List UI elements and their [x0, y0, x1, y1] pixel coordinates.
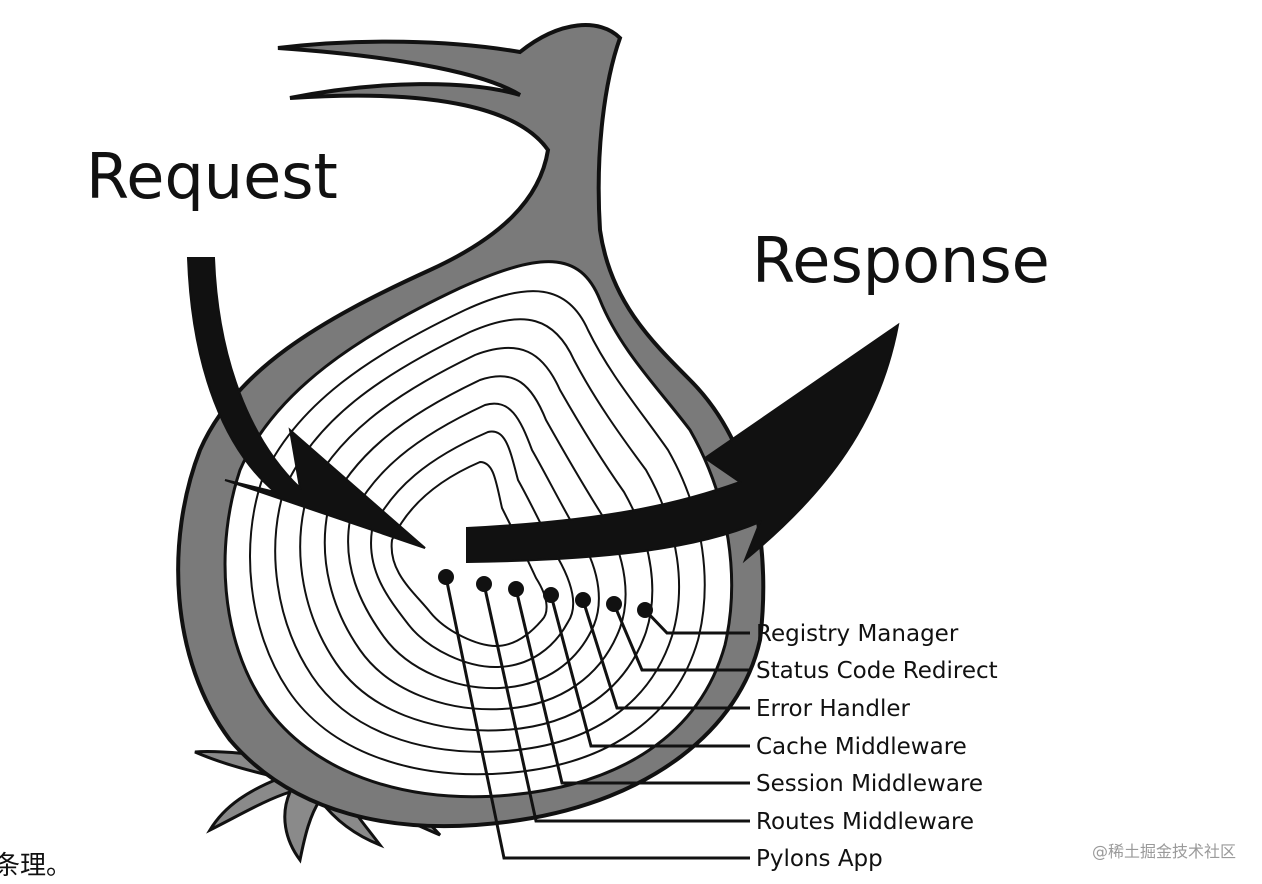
layer-dot-0 [637, 602, 653, 618]
response-arrow [466, 322, 900, 564]
leader-line-1 [612, 603, 750, 672]
layer-dot-3 [543, 587, 559, 603]
caption-fragment: 条理。 [0, 851, 73, 881]
leader-line-3 [549, 594, 750, 748]
leader-line-0 [643, 608, 750, 635]
leader-line-2 [581, 599, 750, 710]
layer-leaders [438, 569, 750, 860]
layer-label-error-handler: Error Handler [756, 696, 910, 722]
layer-label-pylons-app: Pylons App [756, 846, 883, 872]
layer-dot-2 [575, 592, 591, 608]
layer-label-routes-middleware: Routes Middleware [756, 809, 974, 835]
leader-line-6 [444, 576, 750, 860]
layer-label-status-code-redirect: Status Code Redirect [756, 658, 998, 684]
layer-dot-1 [606, 596, 622, 612]
layer-dot-4 [508, 581, 524, 597]
layer-label-cache-middleware: Cache Middleware [756, 734, 967, 760]
request-label: Request [86, 140, 338, 213]
layer-label-session-middleware: Session Middleware [756, 771, 983, 797]
layer-dot-5 [476, 576, 492, 592]
layer-labels: Registry Manager Status Code Redirect Er… [756, 621, 998, 872]
leader-line-4 [514, 588, 750, 785]
layer-dot-6 [438, 569, 454, 585]
leader-line-5 [482, 583, 750, 823]
watermark: @稀土掘金技术社区 [1091, 842, 1236, 861]
layer-label-registry-manager: Registry Manager [756, 621, 959, 647]
request-arrow [186, 257, 426, 549]
response-label: Response [752, 224, 1050, 297]
